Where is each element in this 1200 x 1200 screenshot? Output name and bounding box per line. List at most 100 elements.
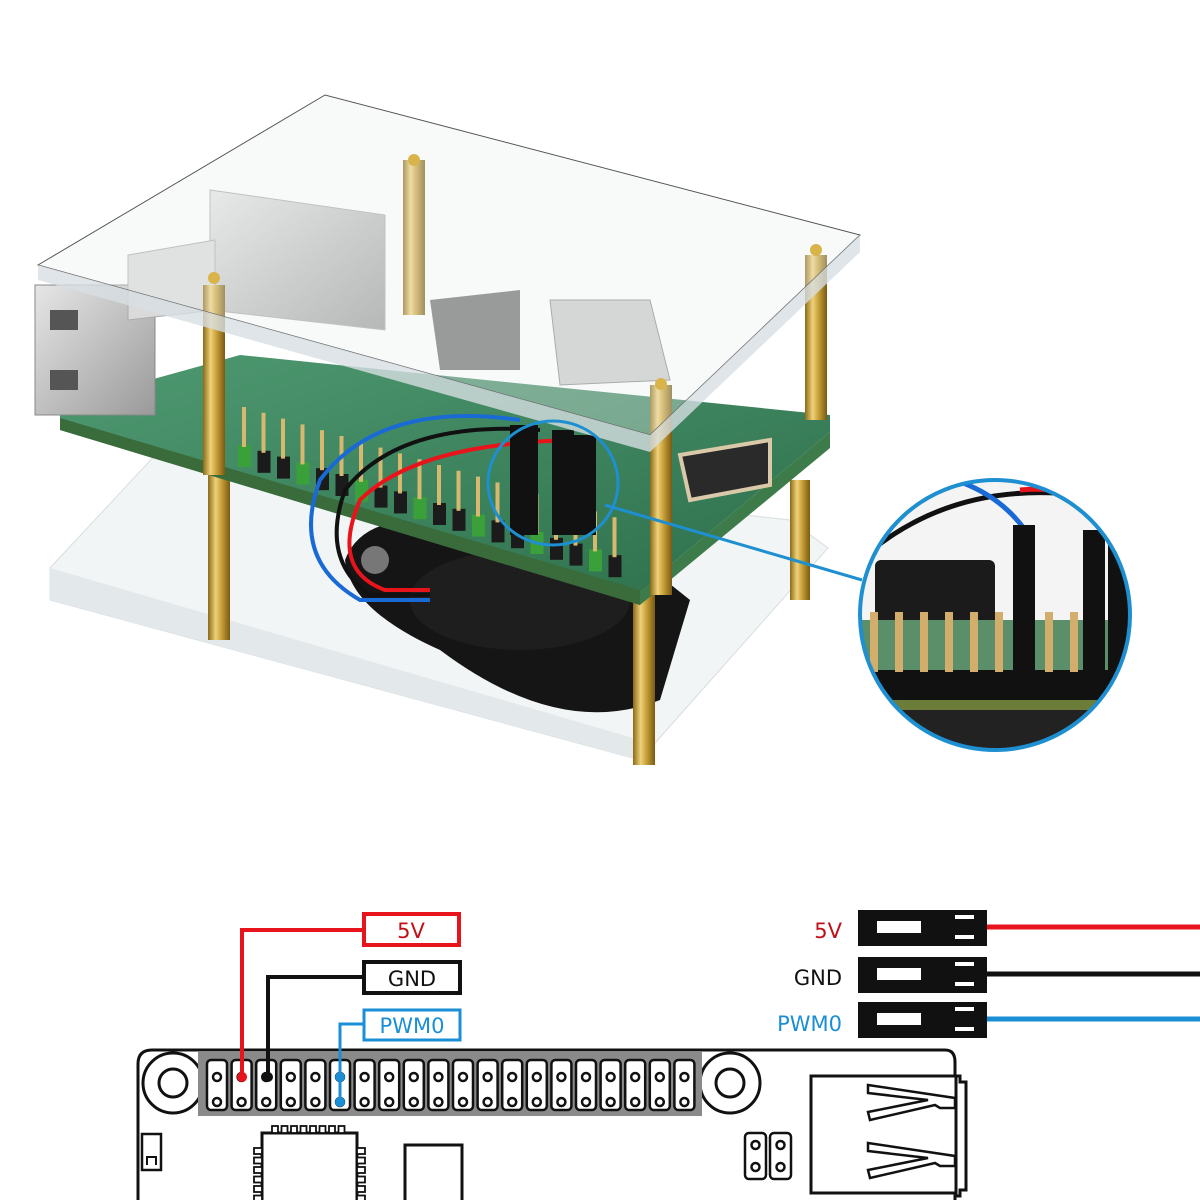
label-gnd-text: GND — [388, 967, 436, 991]
gpio-pin-pair — [550, 1058, 573, 1112]
gpio-socket — [296, 462, 310, 485]
gpio-pin — [417, 459, 422, 500]
gpio-pin — [359, 441, 363, 482]
magnified-pin — [970, 612, 978, 672]
small-header-pin-pair — [768, 1131, 793, 1181]
wire-gnd — [266, 975, 363, 1077]
gpio-pin-pair — [599, 1058, 622, 1112]
gpio-pin — [580, 1096, 592, 1108]
chip-pad — [299, 1125, 308, 1134]
gpio-pin-pair — [304, 1058, 327, 1112]
gpio-pin — [531, 1096, 543, 1108]
gpio-pin — [495, 482, 500, 523]
magnified-pin — [920, 612, 928, 672]
usb-port — [809, 1074, 968, 1198]
connector-label-pwm0: PWM0 — [777, 1012, 842, 1036]
gpio-socket — [277, 456, 290, 479]
gpio-pin-pair — [402, 1058, 426, 1112]
small-header-pin — [775, 1161, 786, 1173]
gpio-pin — [310, 1096, 321, 1108]
chip-pad — [253, 1156, 263, 1165]
dupont-notch — [955, 1027, 974, 1031]
chip-pad — [253, 1166, 263, 1174]
gpio-pin-pair — [427, 1058, 450, 1112]
gpio-pin-pair — [451, 1058, 475, 1112]
gpio-socket — [452, 508, 466, 531]
connector-legend: 5V GND PWM0 — [777, 910, 1200, 1038]
gpio-pin — [437, 465, 441, 505]
gpio-pin-pair — [574, 1058, 598, 1112]
gpio-pin — [433, 1071, 444, 1083]
gpio-socket — [394, 491, 407, 514]
product-photo — [34, 94, 1132, 765]
dupont-window — [877, 968, 921, 980]
led-component — [140, 1132, 163, 1172]
gpio-pin-pair — [476, 1058, 499, 1112]
dupont-notch — [955, 962, 974, 966]
component-square — [403, 1143, 464, 1200]
standoffs-lower — [208, 470, 810, 765]
gpio-pin — [236, 1096, 247, 1108]
gpio-pin — [605, 1071, 616, 1083]
gpio-pin — [211, 1071, 223, 1083]
gpio-socket — [374, 485, 388, 508]
gpio-pin — [556, 1071, 567, 1083]
gpio-pin — [211, 1096, 223, 1108]
gpio-pin — [359, 1071, 370, 1083]
mounting-hole-right — [698, 1051, 762, 1115]
gpio-pin — [531, 1071, 543, 1083]
gpio-pin — [378, 447, 383, 488]
label-5v-text: 5V — [397, 919, 425, 943]
fan-wires — [309, 414, 591, 602]
board-label-5v: 5V — [362, 912, 461, 947]
small-header-pin — [750, 1139, 761, 1151]
chip-pad — [253, 1194, 263, 1200]
chip-pad — [356, 1166, 366, 1174]
gpio-pin — [679, 1096, 690, 1108]
chip-pad — [356, 1185, 366, 1193]
small-header — [743, 1131, 793, 1181]
chip-pad — [290, 1125, 298, 1134]
gpio-pin — [285, 1071, 297, 1083]
gpio-pin — [261, 412, 266, 453]
board-label-pwm0: PWM0 — [362, 1008, 462, 1042]
magnified-pin — [870, 612, 878, 672]
dupont-window — [877, 1013, 921, 1025]
small-header-pin — [750, 1161, 761, 1173]
gpio-pin-pair — [623, 1058, 647, 1112]
chip-pad — [356, 1156, 366, 1165]
gpio-pin — [556, 1096, 567, 1108]
gpio-pin — [383, 1071, 395, 1083]
magnified-pin — [1070, 612, 1078, 672]
gpio-socket — [550, 537, 563, 560]
fan-dupont-connectors — [510, 425, 596, 535]
gpio-pin — [260, 1096, 272, 1108]
board-label-gnd: GND — [362, 960, 462, 995]
wiring-diagram: 5V GND PWM0 5V GND PWM0 — [136, 910, 1200, 1200]
gpio-pin — [320, 430, 324, 471]
gpio-pin — [408, 1096, 420, 1108]
soc-chip — [253, 1125, 366, 1200]
gpio-pin — [482, 1096, 493, 1108]
gpio-pin — [457, 1071, 469, 1083]
gpio-socket — [413, 497, 427, 520]
board-outline — [136, 1048, 957, 1200]
mounting-hole-left — [141, 1051, 205, 1115]
gpio-pin — [456, 470, 461, 511]
gpio-pin-pair — [353, 1058, 376, 1112]
gpio-pin — [612, 517, 617, 558]
chip-pad — [280, 1125, 289, 1134]
gpio-pin — [281, 418, 285, 459]
gpio-pin — [476, 476, 480, 517]
small-header-pin-pair — [743, 1131, 768, 1181]
gpio-pin — [433, 1096, 444, 1108]
gpio-pin — [482, 1071, 493, 1083]
chip-pad — [318, 1125, 327, 1134]
small-header-pin — [775, 1139, 786, 1151]
gpio-socket — [589, 549, 602, 572]
gpio-pin — [408, 1071, 420, 1083]
chip-pad — [309, 1125, 317, 1134]
gpio-pin — [242, 407, 246, 447]
gpio-pin — [359, 1096, 370, 1108]
chip-pad — [253, 1185, 263, 1193]
